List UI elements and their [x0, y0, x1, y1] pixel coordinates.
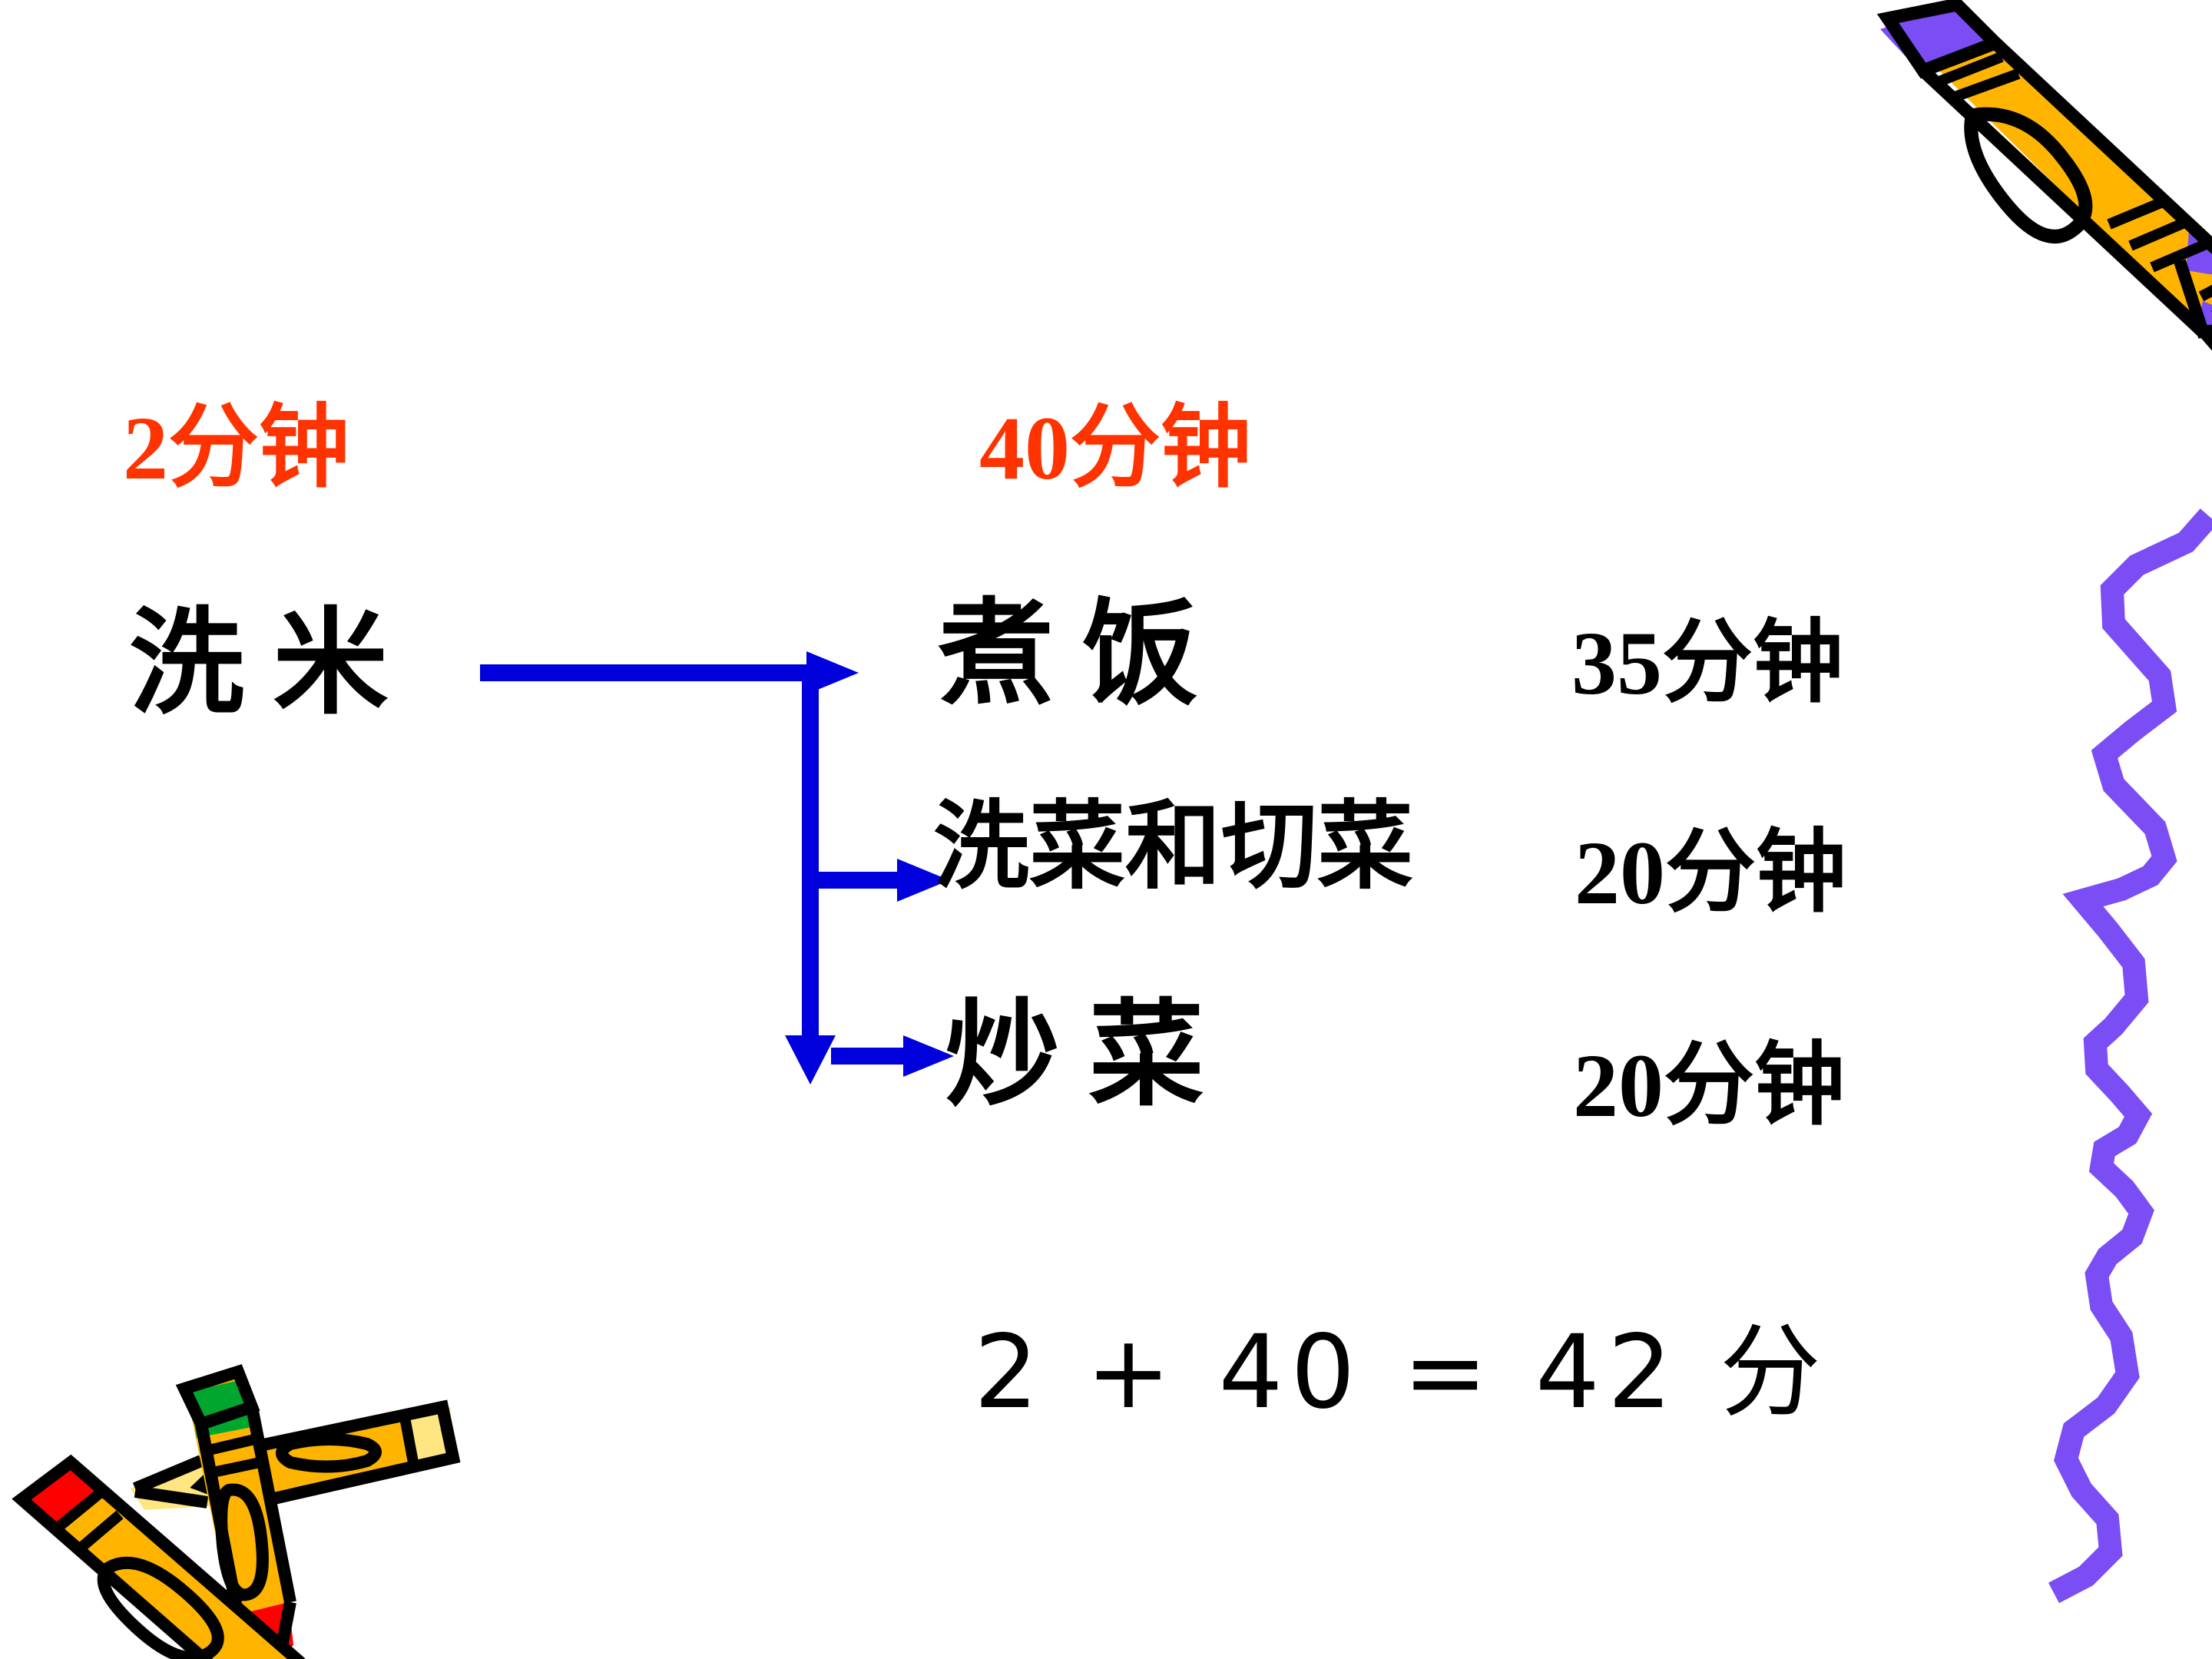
task-wash-cut-veg-duration: 20分钟	[1575, 823, 1847, 923]
total-time-equation: 2 + 40 = 42 分	[974, 1313, 1829, 1432]
arrow-trunk-head	[785, 1035, 836, 1084]
arrow-to-chaocai-shaft	[831, 1048, 908, 1065]
header-cook-duration: 40分钟	[979, 398, 1252, 498]
task-stirfry-duration: 20分钟	[1573, 1035, 1846, 1136]
task-cook-rice-duration: 35分钟	[1571, 613, 1844, 714]
arrow-to-zhufan-shaft	[480, 664, 810, 681]
task-cook-rice-label: 煮 饭	[939, 591, 1198, 719]
task-wash-cut-veg-label: 洗菜和切菜	[933, 795, 1413, 901]
header-wash-rice-duration: 2分钟	[123, 398, 350, 498]
task-stirfry-label: 炒 菜	[945, 992, 1204, 1120]
arrow-to-zhufan-head	[806, 651, 859, 694]
task-wash-rice-label: 洗 米	[129, 601, 389, 728]
arrow-to-xicai-shaft	[819, 872, 902, 889]
arrow-trunk	[802, 673, 819, 1051]
